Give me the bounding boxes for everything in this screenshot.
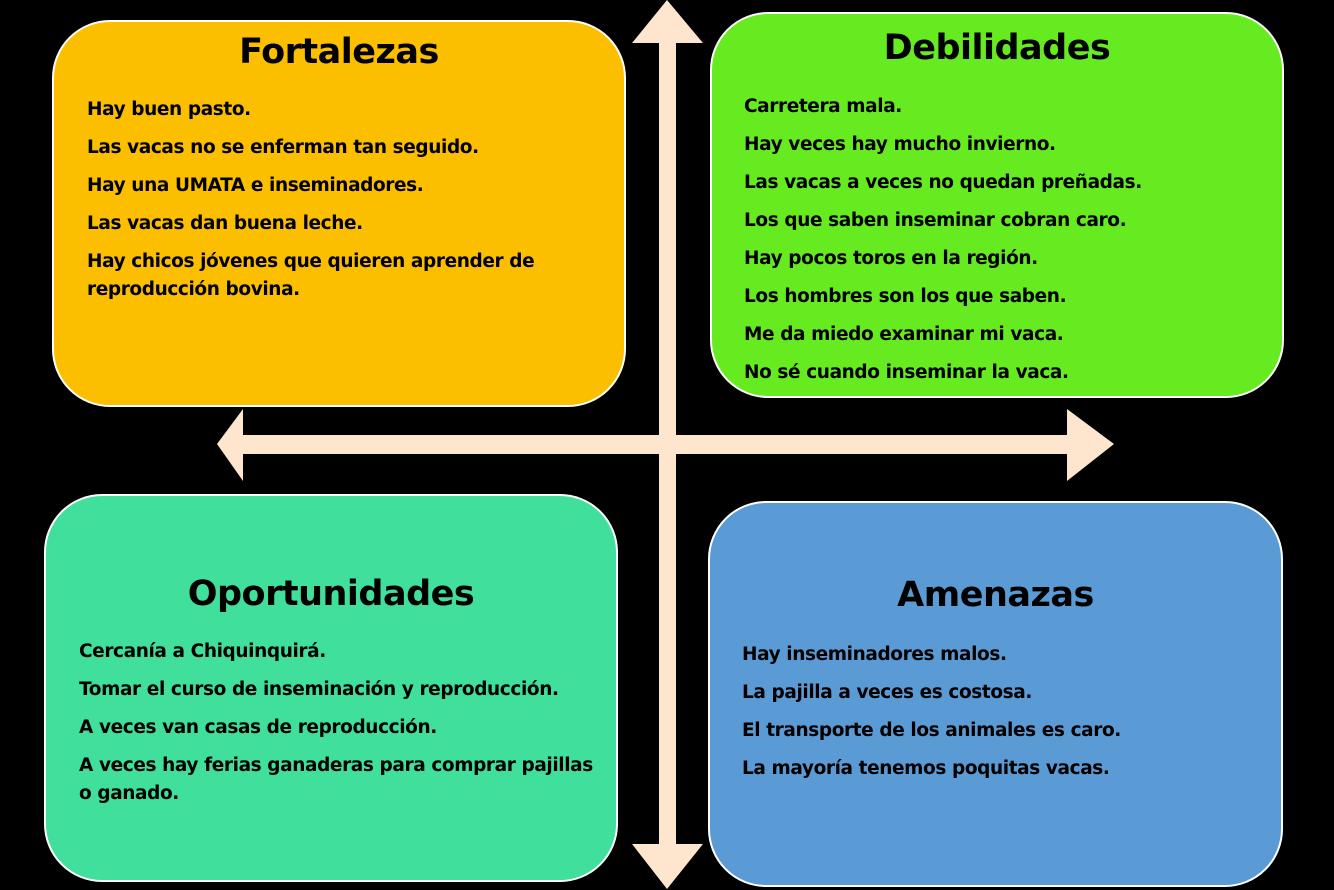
quadrant-list: Carretera mala. Hay veces hay mucho invi… xyxy=(744,93,1264,397)
list-item: Hay veces hay mucho invierno. xyxy=(744,134,1056,155)
list-item: Los que saben inseminar cobran caro. xyxy=(744,210,1127,231)
quadrant-list: Hay buen pasto. Las vacas no se enferman… xyxy=(87,96,587,314)
list-item: La mayoría tenemos poquitas vacas. xyxy=(742,758,1110,779)
list-item: Hay una UMATA e inseminadores. xyxy=(87,175,424,196)
quadrant-list: Hay inseminadores malos. La pajilla a ve… xyxy=(742,641,1262,793)
list-item: A veces hay ferias ganaderas para compra… xyxy=(79,755,593,804)
list-item: Hay chicos jóvenes que quieren aprender … xyxy=(87,251,535,300)
list-item: Las vacas no se enferman tan seguido. xyxy=(87,137,479,158)
list-item: Me da miedo examinar mi vaca. xyxy=(744,324,1064,345)
quadrant-amenazas: Amenazas Hay inseminadores malos. La paj… xyxy=(708,501,1283,887)
list-item: La pajilla a veces es costosa. xyxy=(742,682,1032,703)
list-item: A veces van casas de reproducción. xyxy=(79,717,437,738)
list-item: Hay buen pasto. xyxy=(87,99,251,120)
quadrant-title: Debilidades xyxy=(883,28,1111,68)
list-item: No sé cuando inseminar la vaca. xyxy=(744,362,1069,383)
quadrant-title: Oportunidades xyxy=(187,574,475,614)
list-item: Hay pocos toros en la región. xyxy=(744,248,1038,269)
horizontal-double-arrow xyxy=(217,409,1114,481)
list-item: Carretera mala. xyxy=(744,96,902,117)
quadrant-oportunidades: Oportunidades Cercanía a Chiquinquirá. T… xyxy=(44,494,618,882)
quadrant-title: Fortalezas xyxy=(239,32,439,72)
list-item: Las vacas a veces no quedan preñadas. xyxy=(744,172,1142,193)
list-item: Cercanía a Chiquinquirá. xyxy=(79,641,326,662)
quadrant-list: Cercanía a Chiquinquirá. Tomar el curso … xyxy=(79,638,599,818)
list-item: El transporte de los animales es caro. xyxy=(742,720,1121,741)
list-item: Hay inseminadores malos. xyxy=(742,644,1007,665)
list-item: Las vacas dan buena leche. xyxy=(87,213,363,234)
quadrant-debilidades: Debilidades Carretera mala. Hay veces ha… xyxy=(710,12,1284,398)
quadrant-title: Amenazas xyxy=(897,575,1094,615)
quadrant-fortalezas: Fortalezas Hay buen pasto. Las vacas no … xyxy=(52,20,626,407)
list-item: Tomar el curso de inseminación y reprodu… xyxy=(79,679,559,700)
list-item: Los hombres son los que saben. xyxy=(744,286,1067,307)
